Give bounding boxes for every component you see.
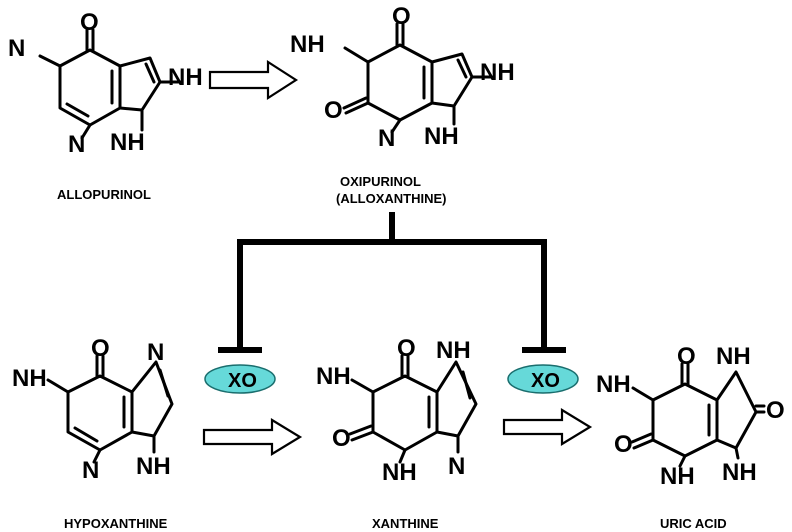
oxipurinol-atom-o-left: O bbox=[324, 97, 343, 124]
uric-acid-atom-o-left: O bbox=[614, 431, 633, 458]
allopurinol-atom-o: O bbox=[80, 9, 99, 36]
uric-acid-structure: O NH NH O O NH NH bbox=[596, 343, 785, 490]
oxipurinol-atom-n-bottom: N bbox=[378, 125, 395, 152]
inhibition-bracket bbox=[218, 212, 566, 353]
oxipurinol-atom-nh-left: NH bbox=[290, 31, 325, 58]
uric-acid-atom-nh-bottom-left: NH bbox=[660, 463, 695, 490]
xo-enzyme-1: XO bbox=[204, 364, 276, 394]
allopurinol-atom-n-bottom: N bbox=[68, 131, 85, 158]
xo-label-2: XO bbox=[531, 370, 560, 392]
oxipurinol-structure: O NH NH O N NH bbox=[290, 3, 515, 152]
xanthine-atom-o-top: O bbox=[397, 335, 416, 362]
allopurinol-atom-nh-right: NH bbox=[168, 64, 203, 91]
xanthine-atom-nh-bottom: NH bbox=[382, 459, 417, 486]
oxipurinol-atom-o-top: O bbox=[392, 3, 411, 30]
hypoxanthine-atom-nh-left: NH bbox=[12, 365, 47, 392]
xanthine-structure: O NH NH O NH N bbox=[316, 335, 478, 486]
uric-acid-atom-o-top: O bbox=[677, 343, 696, 370]
xanthine-label: XANTHINE bbox=[372, 516, 439, 531]
allopurinol-atom-nh-bottom: NH bbox=[110, 129, 145, 156]
allopurinol-label: ALLOPURINOL bbox=[57, 187, 151, 202]
conversion-arrow-1 bbox=[208, 59, 299, 101]
xanthine-atom-n-bottom: N bbox=[448, 453, 465, 480]
hypoxanthine-atom-o: O bbox=[91, 335, 110, 362]
conversion-arrow-2 bbox=[202, 418, 303, 456]
uric-acid-atom-o-right: O bbox=[766, 397, 785, 424]
hypoxanthine-atom-n-bottom: N bbox=[82, 457, 99, 484]
oxipurinol-atom-nh-right: NH bbox=[480, 59, 515, 86]
conversion-arrow-3 bbox=[502, 408, 593, 446]
oxipurinol-atom-nh-bottom: NH bbox=[424, 123, 459, 150]
xo-label-1: XO bbox=[228, 370, 257, 392]
allopurinol-atom-n-left: N bbox=[8, 35, 25, 62]
hypoxanthine-structure: O N NH N NH bbox=[12, 335, 174, 484]
xanthine-atom-nh-left: NH bbox=[316, 363, 351, 390]
uric-acid-atom-nh-bottom-right: NH bbox=[722, 459, 757, 486]
hypoxanthine-atom-nh-bottom: NH bbox=[136, 453, 171, 480]
hypoxanthine-label: HYPOXANTHINE bbox=[64, 516, 168, 531]
uric-acid-atom-nh-left: NH bbox=[596, 371, 631, 398]
oxipurinol-label-alt: (ALLOXANTHINE) bbox=[336, 191, 447, 206]
uric-acid-atom-nh-top: NH bbox=[716, 343, 751, 370]
xo-enzyme-2: XO bbox=[507, 364, 579, 394]
hypoxanthine-atom-n-top: N bbox=[147, 339, 164, 366]
uric-acid-label: URIC ACID bbox=[660, 516, 727, 531]
oxipurinol-label: OXIPURINOL bbox=[340, 174, 421, 189]
xanthine-atom-o-left: O bbox=[332, 425, 351, 452]
allopurinol-structure: O N NH N NH bbox=[8, 9, 203, 158]
xanthine-atom-nh-top: NH bbox=[436, 337, 471, 364]
